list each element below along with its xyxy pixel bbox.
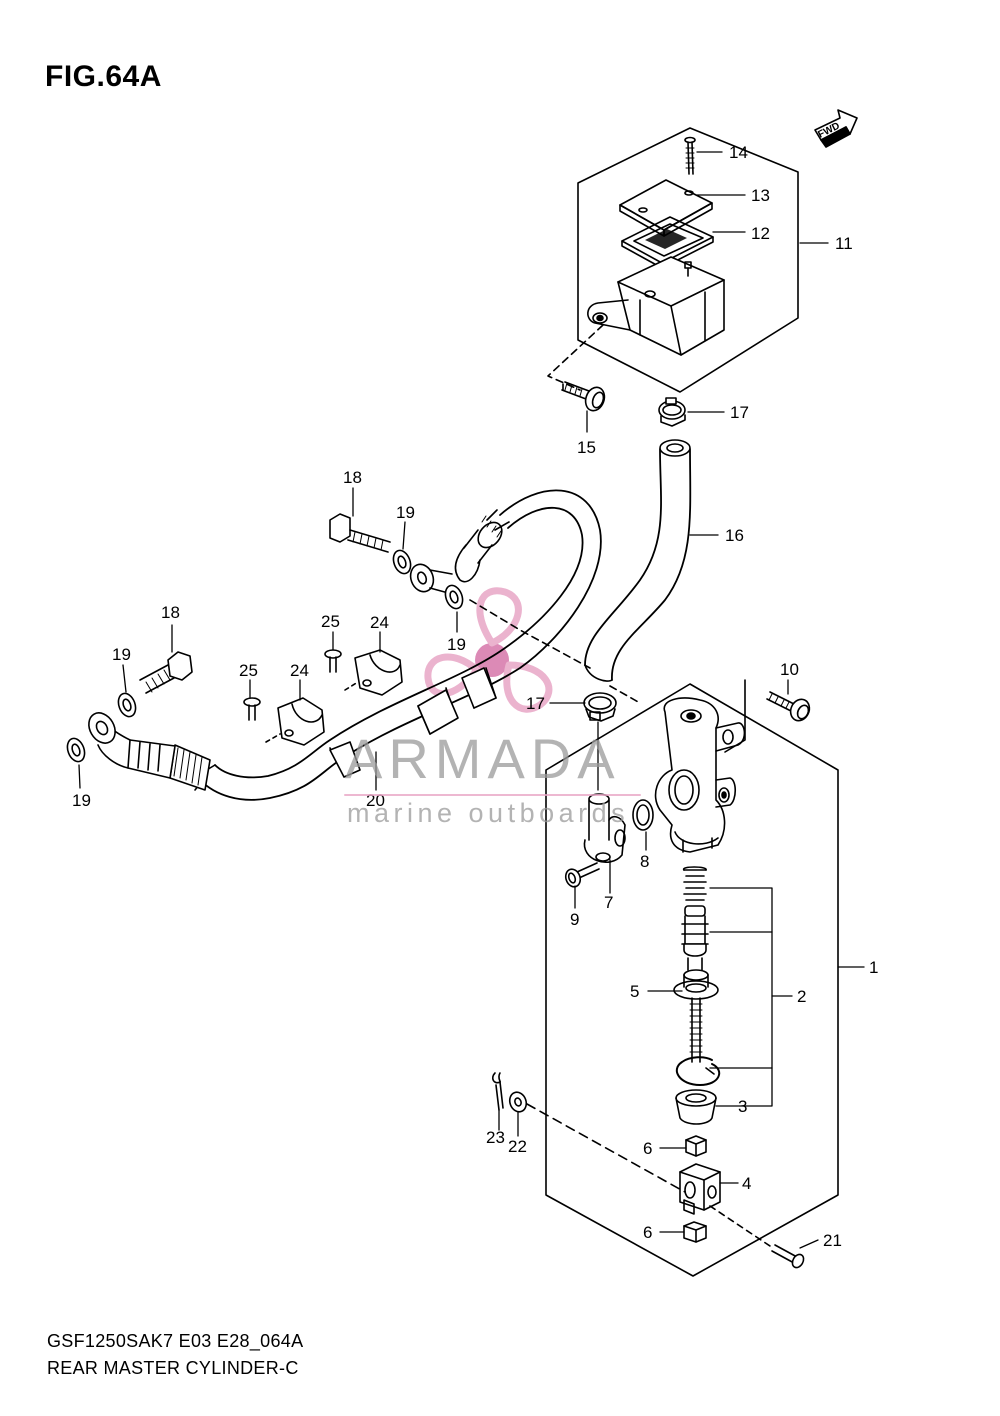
callout-19-bottom: 19 bbox=[72, 791, 91, 810]
screw-25-right bbox=[324, 649, 342, 673]
hose-clamp-24-left bbox=[277, 697, 325, 746]
callout-17-upper: 17 bbox=[730, 403, 749, 422]
callout-24-left: 24 bbox=[290, 661, 309, 680]
watermark-brand: ARMADA bbox=[345, 727, 621, 790]
callout-2: 2 bbox=[797, 987, 806, 1006]
callout-17-lower: 17 bbox=[526, 694, 545, 713]
clevis-4 bbox=[679, 1163, 721, 1215]
callout-7: 7 bbox=[604, 893, 613, 912]
callout-19-left: 19 bbox=[112, 645, 131, 664]
screw-14 bbox=[684, 136, 696, 175]
clevis-pin-dashed-line bbox=[526, 1103, 686, 1193]
fwd-direction-arrow: FWD bbox=[814, 109, 858, 148]
master-cylinder-group-box bbox=[545, 683, 839, 1277]
callout-6-upper: 6 bbox=[643, 1139, 652, 1158]
hose-clamp-17-upper bbox=[658, 397, 686, 427]
bolt-10-bracket-line bbox=[724, 679, 746, 753]
callout-21: 21 bbox=[823, 1231, 842, 1250]
callout-10: 10 bbox=[780, 660, 799, 679]
washer-19-upper bbox=[392, 549, 412, 575]
union-bolt-18-lower bbox=[139, 651, 193, 694]
circlip bbox=[675, 1056, 721, 1086]
callout-14: 14 bbox=[729, 143, 748, 162]
washer-19-middle bbox=[444, 584, 464, 610]
bolt-15 bbox=[561, 381, 606, 412]
callout-24-right: 24 bbox=[370, 613, 389, 632]
figure-title: FIG.64A bbox=[45, 60, 162, 93]
bolt-10 bbox=[766, 691, 811, 722]
hose-clamp-17-lower bbox=[583, 692, 617, 722]
washer-22 bbox=[508, 1091, 528, 1113]
nut-6-lower bbox=[683, 1221, 707, 1243]
dust-boot-3 bbox=[675, 1089, 717, 1125]
union-bolt-18-upper bbox=[329, 513, 391, 553]
washer-19-bottom bbox=[66, 737, 86, 763]
callout-18-upper: 18 bbox=[343, 468, 362, 487]
reservoir-cap-13 bbox=[619, 179, 713, 237]
callout-25-right: 25 bbox=[321, 612, 340, 631]
callout-18-lower: 18 bbox=[161, 603, 180, 622]
pin-21-dashed-line bbox=[709, 1205, 771, 1247]
reservoir-body bbox=[587, 256, 725, 356]
figure-model-code: GSF1250SAK7 E03 E28_064A bbox=[47, 1331, 304, 1351]
reservoir-group-box bbox=[577, 127, 799, 393]
banjo-fitting bbox=[409, 563, 453, 595]
hose-joint-7 bbox=[583, 793, 626, 864]
leader-lines bbox=[78, 151, 865, 1249]
callout-11: 11 bbox=[835, 234, 853, 253]
cotter-pin-23 bbox=[492, 1072, 504, 1111]
pushrod-5 bbox=[673, 969, 719, 1063]
screw-9 bbox=[564, 862, 600, 888]
master-cylinder-body bbox=[654, 697, 746, 853]
hose-clamp-24-right bbox=[354, 649, 403, 696]
callout-3: 3 bbox=[738, 1097, 747, 1116]
figure-name: REAR MASTER CYLINDER-C bbox=[47, 1358, 299, 1378]
clevis-pin-21 bbox=[771, 1244, 805, 1269]
o-ring-8 bbox=[632, 799, 654, 831]
callout-23: 23 bbox=[486, 1128, 505, 1147]
callout-25-left: 25 bbox=[239, 661, 258, 680]
callout-9: 9 bbox=[570, 910, 579, 929]
watermark-tagline: marine outboards bbox=[347, 798, 630, 828]
callout-1: 1 bbox=[869, 958, 878, 977]
callout-6-lower: 6 bbox=[643, 1223, 652, 1242]
reservoir-hose-16 bbox=[584, 439, 692, 682]
callout-16: 16 bbox=[725, 526, 744, 545]
callout-4: 4 bbox=[742, 1174, 751, 1193]
nut-6-upper bbox=[685, 1135, 707, 1157]
callout-19-upper: 19 bbox=[396, 503, 415, 522]
screw-25-left bbox=[243, 697, 261, 721]
brake-hose-20 bbox=[88, 489, 602, 801]
callout-19-middle: 19 bbox=[447, 635, 466, 654]
callout-5: 5 bbox=[630, 982, 639, 1001]
callout-8: 8 bbox=[640, 852, 649, 871]
callout-15: 15 bbox=[577, 438, 596, 457]
callout-12: 12 bbox=[751, 224, 770, 243]
washer-19-left bbox=[117, 692, 137, 718]
callout-13: 13 bbox=[751, 186, 770, 205]
piston-spring-kit-2 bbox=[681, 866, 709, 971]
reservoir-mount-dashed-line bbox=[547, 324, 604, 391]
callout-22: 22 bbox=[508, 1137, 527, 1156]
